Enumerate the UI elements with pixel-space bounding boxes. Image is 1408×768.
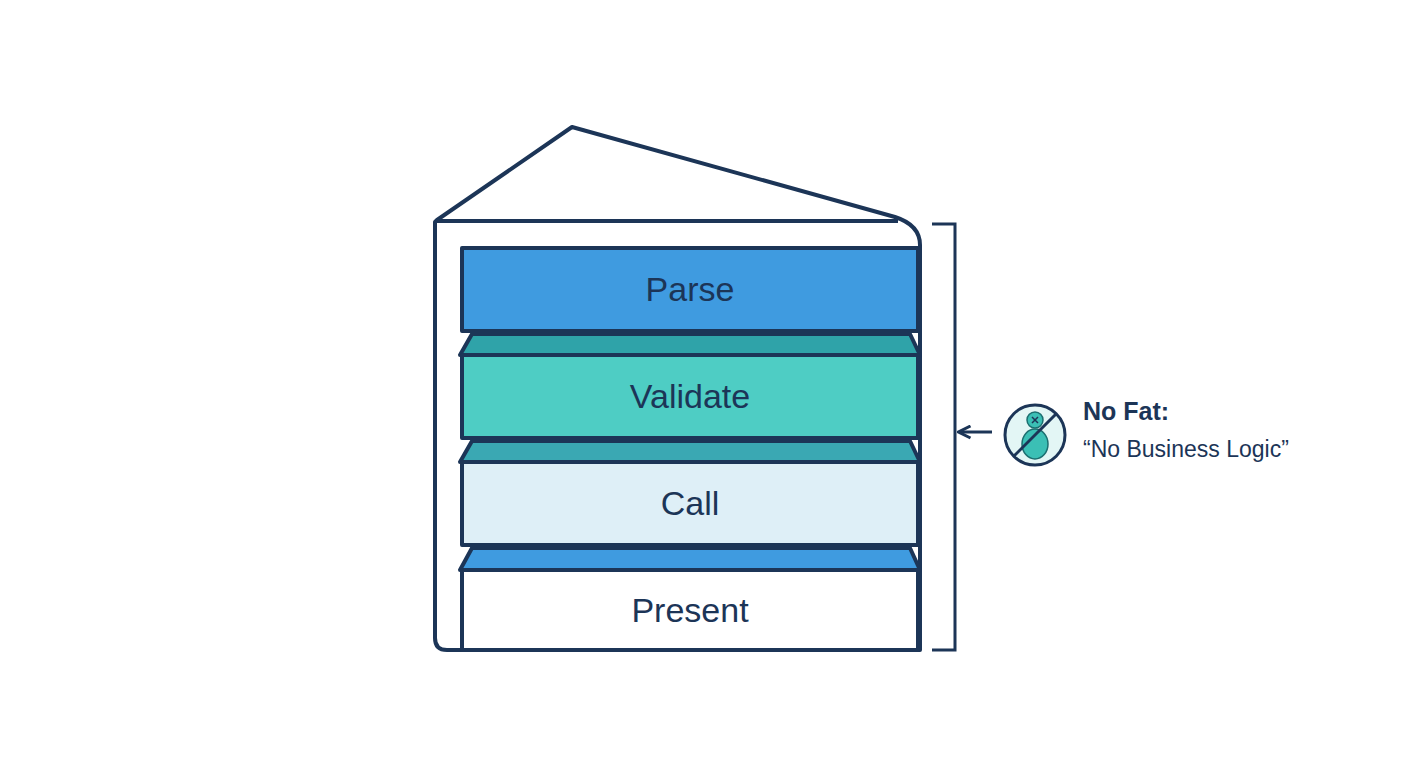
layer-label: Parse	[646, 270, 735, 309]
slice-top-edge	[437, 219, 898, 223]
layer-box: Present	[460, 568, 920, 652]
pointer-arrow	[960, 431, 992, 434]
layer-box: Validate	[460, 353, 920, 440]
layer-box: Parse	[460, 246, 920, 333]
layer-label: Call	[661, 484, 720, 523]
layer-box: Call	[460, 460, 920, 547]
bracket	[932, 224, 955, 650]
callout-note: “No Business Logic”	[1083, 436, 1289, 463]
layer-side	[460, 548, 920, 570]
no-fat-icon	[1005, 405, 1065, 465]
layer-side	[460, 441, 920, 462]
layer-label: Validate	[630, 377, 750, 416]
layer-side	[460, 334, 920, 355]
layer-label: Present	[631, 591, 748, 630]
callout-note: No Fat:	[1083, 397, 1169, 426]
